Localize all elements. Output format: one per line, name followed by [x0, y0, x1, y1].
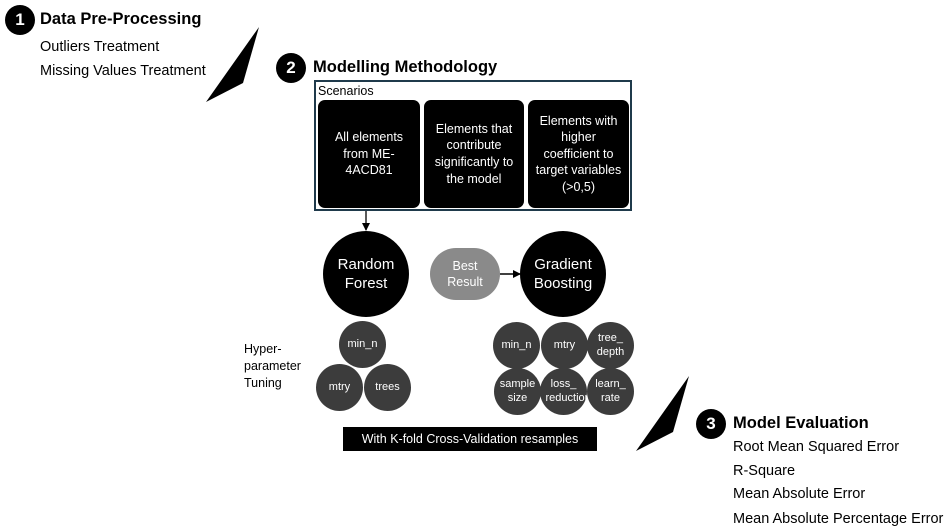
gb-param: learn_ rate	[587, 368, 634, 415]
gb-param-text: tree_ depth	[596, 332, 625, 358]
scenarios-label: Scenarios	[318, 84, 374, 98]
kfold-text: With K-fold Cross-Validation resamples	[361, 432, 579, 446]
scenario-card-text: Elements that contribute significantly t…	[434, 121, 514, 186]
step-3-item: Root Mean Squared Error	[733, 439, 900, 455]
best-result-label: Best Result	[447, 258, 483, 290]
step-2-number: 2	[276, 53, 306, 83]
rf-param-text: mtry	[328, 380, 351, 393]
rf-param-text: min_n	[347, 337, 378, 350]
step-3-item: Mean Absolute Error	[733, 486, 866, 502]
step-3-number: 3	[696, 409, 726, 439]
wedge-arrow-2	[636, 376, 689, 451]
step-1-item: Outliers Treatment	[40, 39, 160, 55]
step-3-item: R-Square	[733, 463, 796, 479]
step-2-title: Modelling Methodology	[313, 58, 498, 76]
gb-param: mtry	[541, 322, 588, 369]
scenario-card: Elements with higher coefficient to targ…	[528, 100, 629, 208]
rf-param: min_n	[339, 321, 386, 368]
step-3-title: Model Evaluation	[733, 414, 869, 432]
hyperparameter-label: Hyper-parameter Tuning	[244, 342, 301, 390]
best-result-node: Best Result	[430, 248, 500, 300]
scenario-card-text: All elements from ME-4ACD81	[334, 130, 404, 178]
scenario-card: Elements that contribute significantly t…	[424, 100, 524, 208]
scenarios-box	[314, 80, 632, 211]
gradient-boosting-label: Gradient Boosting	[533, 256, 593, 292]
gb-param: sample size	[494, 368, 541, 415]
gb-param-text: sample size	[499, 378, 536, 404]
random-forest-label: Random Forest	[337, 256, 395, 292]
step-1-item: Missing Values Treatment	[40, 63, 206, 79]
scenario-card: All elements from ME-4ACD81	[318, 100, 420, 208]
rf-param: trees	[364, 364, 411, 411]
rf-param-text: trees	[375, 380, 400, 393]
gradient-boosting-node: Gradient Boosting	[520, 231, 606, 317]
gb-param-text: loss_ reduction	[545, 378, 591, 404]
step-1-number: 1	[5, 5, 35, 35]
gb-param-text: min_n	[501, 338, 532, 351]
step-1-title: Data Pre-Processing	[40, 10, 202, 28]
random-forest-node: Random Forest	[323, 231, 409, 317]
wedge-arrow-1	[206, 27, 259, 102]
kfold-banner: With K-fold Cross-Validation resamples	[343, 427, 597, 451]
gb-param: loss_ reduction	[540, 368, 591, 415]
gb-param-text: learn_ rate	[595, 378, 626, 404]
rf-param: mtry	[316, 364, 363, 411]
step-3-item: Mean Absolute Percentage Error	[733, 511, 944, 527]
gb-param-text: mtry	[553, 338, 576, 351]
gb-param: tree_ depth	[587, 322, 634, 369]
scenario-card-text: Elements with higher coefficient to targ…	[535, 113, 622, 194]
gb-param: min_n	[493, 322, 540, 369]
